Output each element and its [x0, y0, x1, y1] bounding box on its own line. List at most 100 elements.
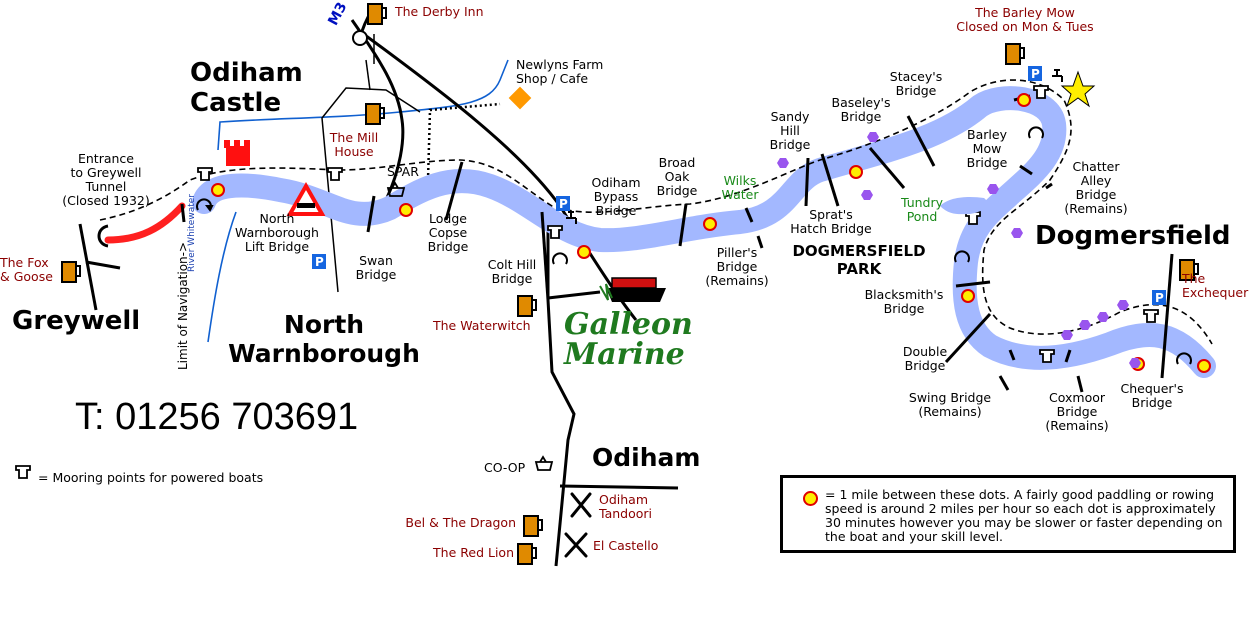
tap-icon	[566, 211, 577, 224]
beer-icon	[367, 3, 387, 25]
svg-text:P: P	[1155, 291, 1164, 305]
no-boating-section	[104, 202, 186, 244]
restaurant-tandoori: Odiham Tandoori	[599, 492, 652, 521]
winding-icon	[1028, 126, 1044, 139]
farm-shop-icon	[508, 86, 532, 110]
mile-dot	[703, 217, 717, 231]
mooring-icon	[547, 225, 563, 239]
minor-roads	[321, 34, 421, 293]
parking-icons: P P P P	[312, 66, 1166, 305]
lift-bridge-icon	[286, 181, 326, 216]
mooring-icon	[965, 211, 981, 225]
pub-red-lion: The Red Lion	[433, 545, 514, 560]
river-lines	[207, 59, 509, 343]
mile-dot	[399, 203, 413, 217]
place-greywell: Greywell	[12, 306, 141, 336]
bridge-pillers: Piller's Bridge (Remains)	[705, 245, 769, 288]
beer-icon	[517, 295, 537, 317]
bridge-bars	[78, 94, 1174, 393]
mooring-icon	[15, 465, 31, 479]
bridge-swing: Swing Bridge (Remains)	[908, 390, 992, 419]
pub-waterwitch: The Waterwitch	[433, 318, 531, 333]
galleon-marine-logo: Galleon Marine	[564, 307, 693, 372]
mooring-icon	[1033, 85, 1049, 99]
bridge-chatter-alley: Chatter Alley Bridge (Remains)	[1064, 159, 1128, 216]
mile-dot-icon	[803, 491, 818, 506]
mooring-icon	[1039, 349, 1055, 363]
bridge-chequers: Chequer's Bridge	[1120, 381, 1184, 410]
place-odiham: Odiham	[592, 443, 701, 472]
place-dogmersfield-park: DOGMERSFIELD PARK	[792, 242, 926, 278]
parking-icon	[1152, 290, 1166, 305]
tunnel-label: Entrance to Greywell Tunnel (Closed 1932…	[62, 151, 150, 208]
mile-legend-text: = 1 mile between these dots. A fairly go…	[825, 487, 1223, 544]
shop-icons	[386, 181, 554, 471]
shop-spar: SPAR	[387, 164, 419, 179]
beer-icon	[517, 543, 537, 565]
mooring-icon	[197, 167, 213, 181]
bridge-staceys: Stacey's Bridge	[889, 69, 943, 98]
winding-icon	[954, 250, 970, 263]
pub-exchequer: The Exchequer	[1182, 271, 1249, 300]
cutlery-icon	[570, 492, 592, 518]
shop-coop: CO-OP	[484, 460, 526, 475]
parking-icon	[312, 254, 326, 269]
mile-dot	[961, 289, 975, 303]
star-icon	[1060, 70, 1096, 108]
water-wilks: Wilks Water	[721, 173, 759, 202]
pub-derby-inn: The Derby Inn	[395, 4, 484, 19]
bridge-lodge-copse: Lodge Copse Bridge	[427, 211, 469, 254]
parking-icon	[1028, 66, 1042, 81]
beer-icon	[1005, 43, 1025, 65]
mooring-icon	[1143, 309, 1159, 323]
bridge-bypass: Odiham Bypass Bridge	[591, 175, 641, 218]
tunnel-end	[97, 224, 109, 248]
svg-text:P: P	[559, 197, 568, 211]
place-dogmersfield: Dogmersfield	[1035, 221, 1231, 251]
pub-icons	[61, 3, 1199, 565]
bridge-colt-hill: Colt Hill Bridge	[487, 257, 537, 286]
mile-dot	[577, 245, 591, 259]
restaurant-icons	[564, 492, 592, 558]
hexagons	[777, 132, 1141, 368]
tap-icon	[1052, 69, 1063, 82]
pub-mill-house: The Mill House	[329, 130, 379, 159]
winding-holes	[196, 126, 1192, 365]
m3-junction	[352, 30, 368, 46]
canal-channel	[192, 86, 1216, 378]
beer-icon	[523, 515, 543, 537]
castle-icon	[224, 140, 250, 166]
place-north-warnborough: North Warnborough	[228, 310, 420, 368]
winding-icon	[1176, 352, 1192, 365]
restaurant-el-castello: El Castello	[593, 538, 659, 553]
pub-fox-goose: The Fox & Goose	[0, 255, 53, 284]
bridge-sandy-hill: Sandy Hill Bridge	[769, 109, 811, 152]
mile-dots	[211, 93, 1211, 373]
bridge-double: Double Bridge	[902, 344, 948, 373]
bridge-broad-oak: Broad Oak Bridge	[656, 155, 698, 198]
bridge-swan: Swan Bridge	[355, 253, 397, 282]
winding-icon	[552, 252, 568, 265]
bridge-barley-mow: Barley Mow Bridge	[966, 127, 1008, 170]
water-tap-icons	[566, 69, 1063, 224]
basket-icon	[386, 181, 406, 197]
mooring-legend: = Mooring points for powered boats	[38, 470, 264, 485]
bridge-blacksmiths: Blacksmith's Bridge	[864, 287, 944, 316]
mooring-icon	[327, 167, 343, 181]
pub-bel-dragon: Bel & The Dragon	[405, 515, 516, 530]
bridge-lift: North Warnborough Lift Bridge	[235, 211, 319, 254]
limit-navigation-label: Limit of Navigation->	[176, 241, 190, 370]
mile-dot	[211, 183, 225, 197]
svg-text:P: P	[1031, 67, 1040, 81]
bridge-sprats: Sprat's Hatch Bridge	[790, 207, 872, 236]
mile-dot	[1017, 93, 1031, 107]
beer-icon	[365, 103, 385, 125]
shop-newlyns: Newlyns Farm Shop / Cafe	[516, 57, 604, 86]
mile-legend-box: = 1 mile between these dots. A fairly go…	[780, 475, 1236, 553]
pub-barley-mow: The Barley Mow Closed on Mon & Tues	[956, 5, 1094, 34]
place-odiham-castle: Odiham Castle	[190, 58, 303, 118]
tundry-pond	[940, 196, 988, 215]
mooring-posts	[15, 85, 1159, 479]
mile-dot	[849, 165, 863, 179]
